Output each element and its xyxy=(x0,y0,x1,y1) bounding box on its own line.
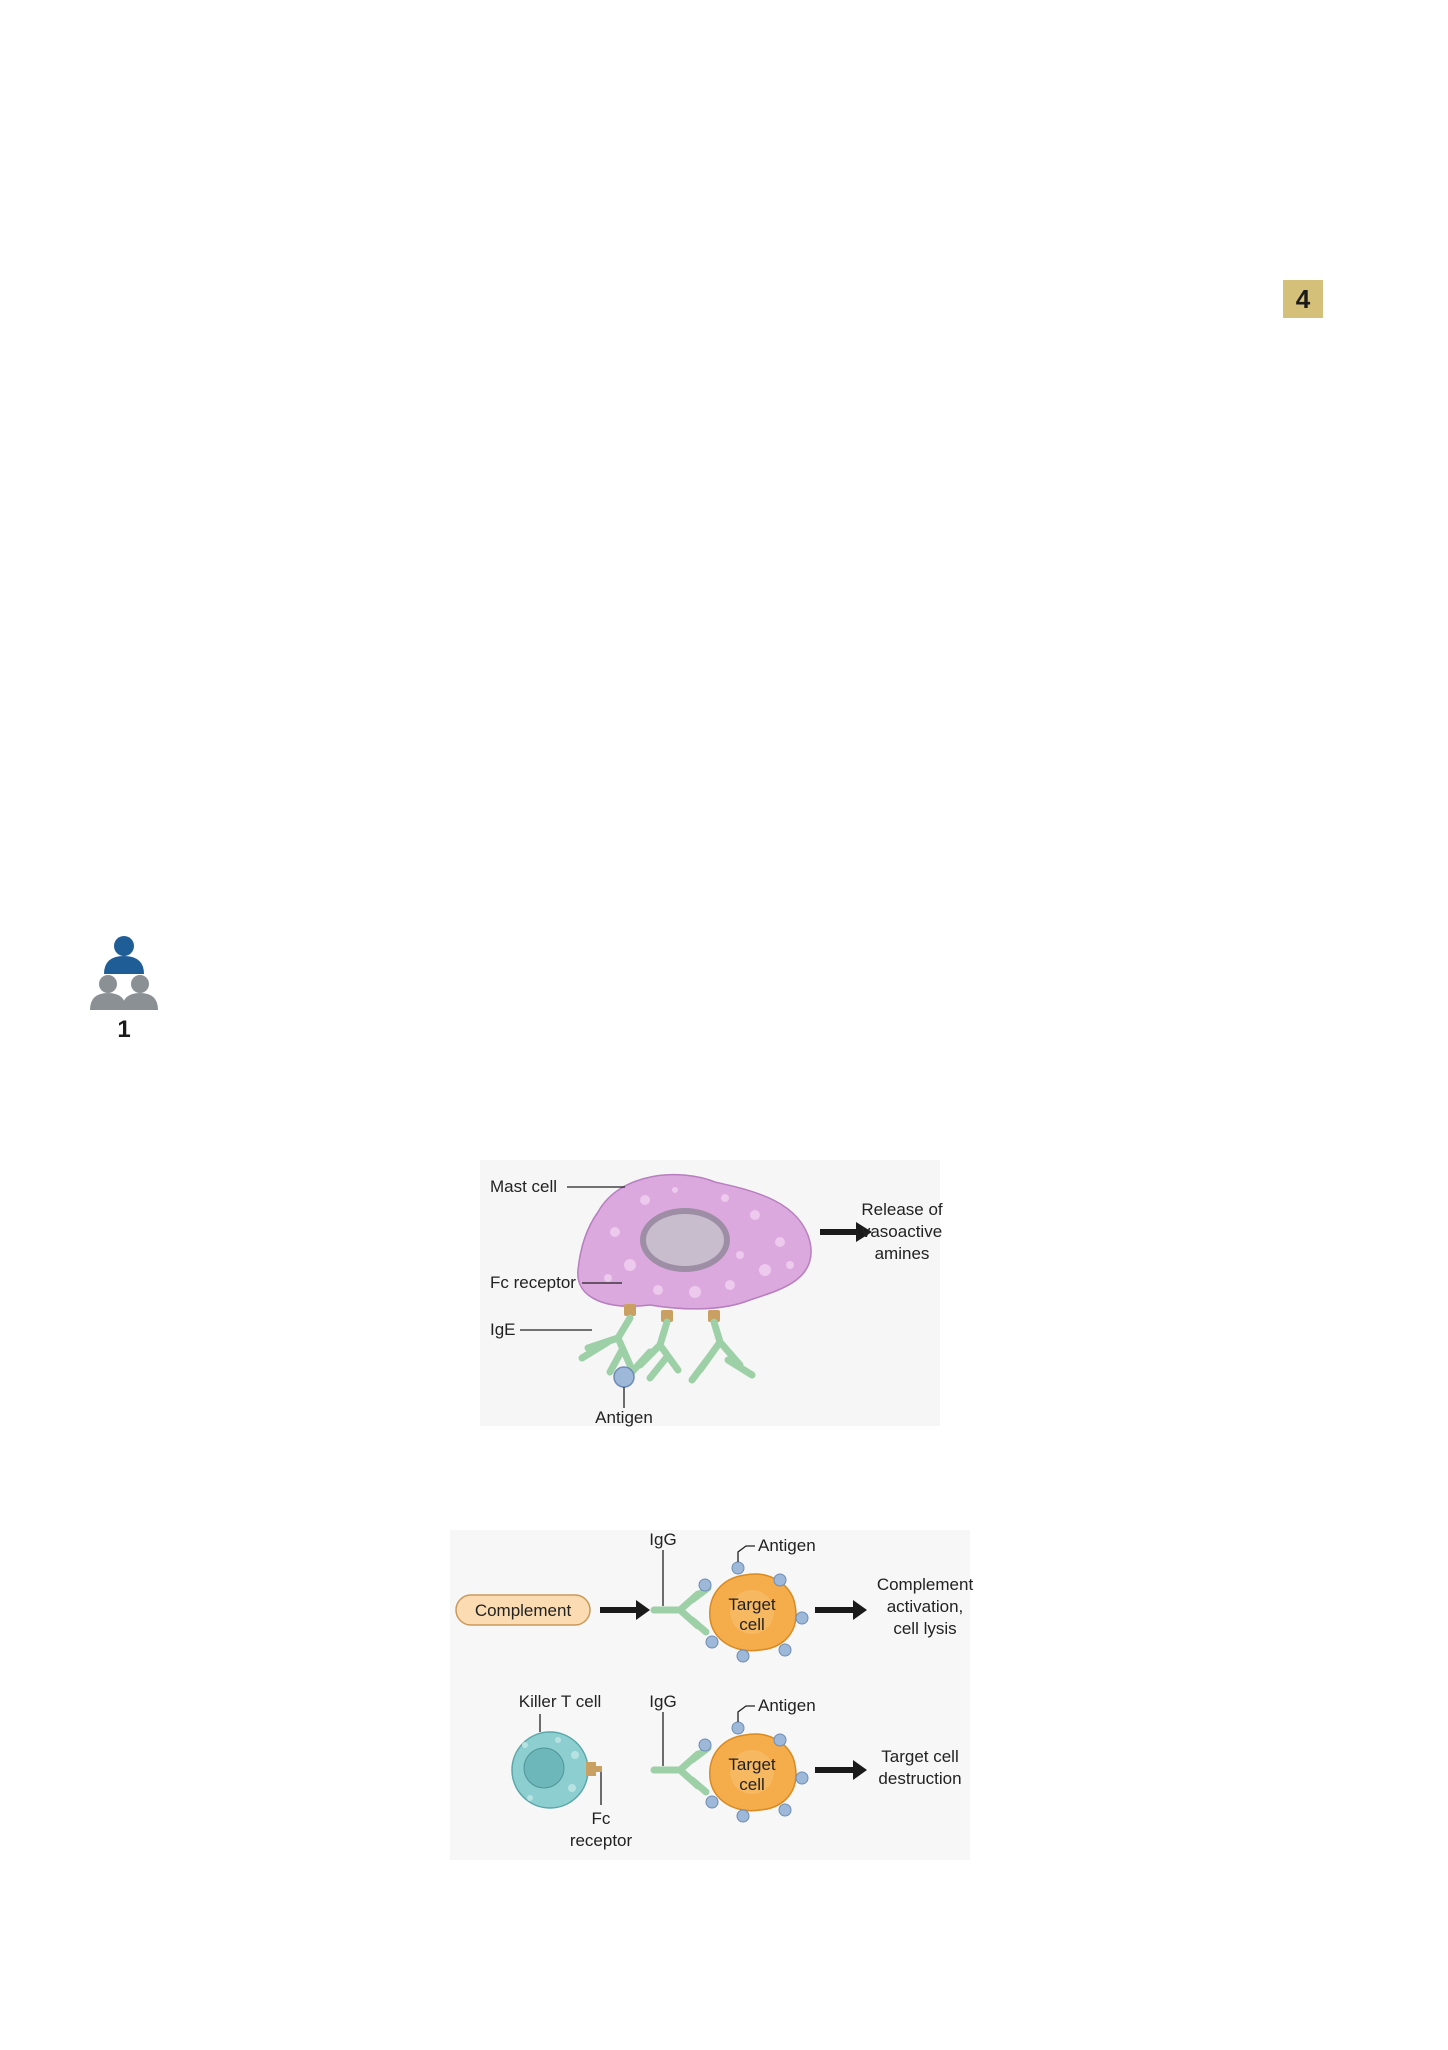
igg-label-row1: IgG xyxy=(649,1530,676,1549)
target-label-row1-line1: Target xyxy=(728,1595,776,1614)
release-arrow xyxy=(820,1222,872,1242)
target-cell-row2-core xyxy=(730,1750,774,1794)
igg-antibody-row1 xyxy=(650,1584,712,1636)
top-person-body-icon xyxy=(104,956,144,974)
page-number: 4 xyxy=(1295,283,1311,314)
fc-receptor-killer xyxy=(586,1762,596,1776)
right-person-body-icon xyxy=(122,993,158,1010)
complement-label: Complement xyxy=(475,1601,572,1620)
mast-cell-ige-diagram: Mast cell Fc receptor IgE Antigen Releas… xyxy=(480,1160,943,1427)
target-label-row2-line1: Target xyxy=(728,1755,776,1774)
people-count: 1 xyxy=(117,1016,131,1043)
row1-leader-lines xyxy=(662,1545,755,1606)
mast-cell-granules xyxy=(604,1187,794,1298)
release-label-line1: Release of xyxy=(861,1200,943,1219)
antigen-label-row1: Antigen xyxy=(758,1536,816,1555)
left-person-head-icon xyxy=(99,975,117,993)
fc-receptor-killer-tip xyxy=(592,1766,602,1772)
killer-t-cell-label: Killer T cell xyxy=(519,1692,602,1711)
left-person-body-icon xyxy=(90,993,126,1010)
destruction-arrow xyxy=(815,1760,867,1780)
figure-a-leader-lines xyxy=(520,1186,625,1408)
antigens-row1 xyxy=(698,1561,809,1663)
complement-pill xyxy=(455,1594,591,1626)
mast-cell-nucleus-inner xyxy=(646,1214,724,1266)
fc-receptor-label-line2: receptor xyxy=(570,1831,633,1850)
igg-antibody-row2 xyxy=(650,1744,712,1796)
outcome-label-row1-line3: cell lysis xyxy=(893,1619,956,1638)
antigen xyxy=(613,1366,635,1388)
page-number-badge: 4 xyxy=(1283,280,1323,318)
right-person-head-icon xyxy=(131,975,149,993)
target-label-row1-line2: cell xyxy=(739,1615,765,1634)
killer-t-cell-granules xyxy=(522,1737,579,1801)
complement-row: Complement Target cell IgG Antigen Compl xyxy=(455,1530,974,1663)
antigen-label: Antigen xyxy=(595,1408,653,1427)
igg-label-row2: IgG xyxy=(649,1692,676,1711)
release-label-line2: vasoactive xyxy=(862,1222,942,1241)
complement-arrow xyxy=(600,1600,650,1620)
outcome-label-row2-line2: destruction xyxy=(878,1769,961,1788)
antigens-row2 xyxy=(698,1721,809,1823)
target-label-row2-line2: cell xyxy=(739,1775,765,1794)
ige-label: IgE xyxy=(490,1320,516,1339)
people-hierarchy-icon xyxy=(90,936,158,1010)
ige-antibodies xyxy=(578,1314,756,1384)
top-person-head-icon xyxy=(114,936,134,956)
target-cell-row1-core xyxy=(730,1590,774,1634)
outcome-label-row1-line2: activation, xyxy=(887,1597,964,1616)
fc-receptors xyxy=(624,1304,720,1322)
mast-cell-label: Mast cell xyxy=(490,1177,557,1196)
lysis-arrow xyxy=(815,1600,867,1620)
antigen-label-row2: Antigen xyxy=(758,1696,816,1715)
row2-leader-lines xyxy=(539,1705,755,1805)
fc-receptor-label-line1: Fc xyxy=(592,1809,611,1828)
fc-receptor-label: Fc receptor xyxy=(490,1273,576,1292)
killer-t-cell-nucleus xyxy=(523,1747,565,1789)
outcome-label-row2-line1: Target cell xyxy=(881,1747,958,1766)
igg-target-cell-diagram: Complement Target cell IgG Antigen Compl xyxy=(450,1530,974,1860)
release-label-line3: amines xyxy=(875,1244,930,1263)
killer-cell-row: Target cell Killer T cell IgG Antigen Fc… xyxy=(511,1692,962,1850)
outcome-label-row1-line1: Complement xyxy=(877,1575,974,1594)
